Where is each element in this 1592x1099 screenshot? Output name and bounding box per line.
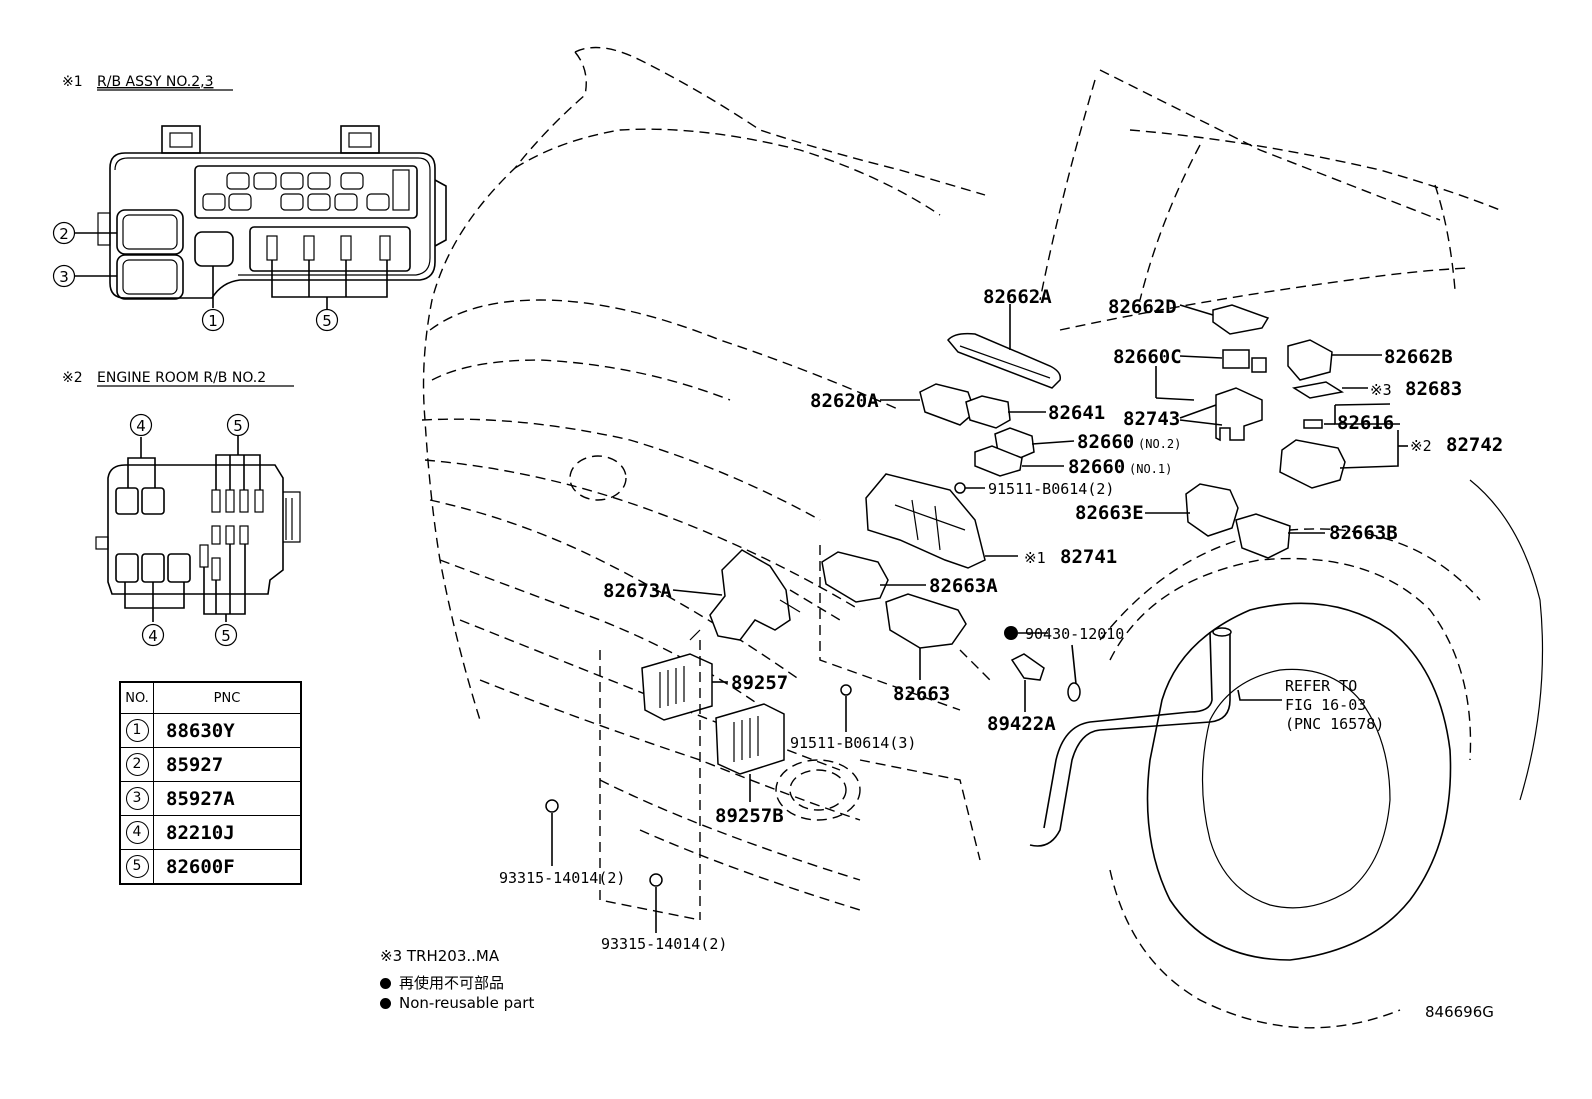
pnc-table: NO. PNC 1 88630Y 2 85927 3 85927A 4 8221… — [119, 681, 302, 885]
rb-assy-mark: ※1 — [62, 74, 83, 90]
table-row: 2 85927 — [119, 747, 302, 782]
reference-dashes — [599, 545, 991, 921]
table-row: 5 82600F — [119, 849, 302, 885]
table-row: 3 85927A — [119, 781, 302, 816]
label-90430: 90430-12010 — [1025, 625, 1124, 643]
pnc-table-wrapper: NO. PNC 1 88630Y 2 85927 3 85927A 4 8221… — [119, 681, 302, 885]
engine-room-inset: ※2 ENGINE ROOM R/B NO.2 — [62, 370, 301, 647]
label-82663B: 82663B — [1329, 522, 1398, 544]
callout-5-bottom: 5 — [221, 627, 231, 645]
callout-3: 3 — [59, 268, 69, 286]
label-82663A: 82663A — [929, 575, 998, 597]
row-number: 4 — [125, 821, 149, 844]
label-82741: 82741 — [1060, 546, 1117, 568]
legend-note-3: ※3 TRH203..MA — [380, 947, 500, 965]
label-82673A: 82673A — [603, 580, 672, 602]
row-number: 1 — [125, 719, 149, 742]
label-82660-no2: 82660 — [1077, 431, 1134, 453]
row-pnc: 88630Y — [153, 713, 302, 748]
legend-en: Non-reusable part — [399, 994, 535, 1012]
row-pnc: 82210J — [153, 815, 302, 850]
rb-assy-inset: ※1 R/B ASSY NO.2,3 — [52, 74, 447, 332]
row-pnc: 85927A — [153, 781, 302, 816]
label-93315-left: 93315-14014(2) — [499, 869, 625, 887]
refer-line-3: (PNC 16578) — [1285, 715, 1384, 733]
legend-jp-row: 再使用不可部品 — [380, 972, 504, 993]
label-91511-top: 91511-B0614(2) — [988, 480, 1114, 498]
bullet-icon — [380, 978, 391, 989]
label-82616: 82616 — [1337, 412, 1394, 434]
header-no: NO. — [119, 681, 154, 714]
label-89257B: 89257B — [715, 805, 784, 827]
table-row: 4 82210J — [119, 815, 302, 850]
engine-room-mark: ※2 — [62, 370, 83, 386]
row-number: 3 — [125, 787, 149, 810]
callout-4-top: 4 — [136, 417, 146, 435]
label-82660C: 82660C — [1113, 346, 1182, 368]
label-82683-mark: ※3 — [1370, 381, 1392, 399]
label-82662A: 82662A — [983, 286, 1052, 308]
callout-2: 2 — [59, 225, 69, 243]
label-82742-mark: ※2 — [1410, 437, 1432, 455]
label-82663E: 82663E — [1075, 502, 1144, 524]
row-number: 2 — [125, 753, 149, 776]
table-row: 1 88630Y — [119, 713, 302, 748]
refer-line-2: FIG 16-03 — [1285, 696, 1366, 714]
parts-art — [545, 304, 1346, 887]
engine-room-title: ENGINE ROOM R/B NO.2 — [97, 370, 266, 386]
table-header-row: NO. PNC — [119, 681, 302, 714]
label-82741-mark: ※1 — [1024, 549, 1046, 567]
refer-line-1: REFER TO — [1285, 677, 1357, 695]
callout-4-bottom: 4 — [148, 627, 158, 645]
vehicle-outline — [421, 46, 1544, 1029]
label-82743: 82743 — [1123, 408, 1180, 430]
label-89257: 89257 — [731, 672, 788, 694]
label-89422A: 89422A — [987, 713, 1056, 735]
label-82641: 82641 — [1048, 402, 1105, 424]
row-pnc: 85927 — [153, 747, 302, 782]
legend-en-row: Non-reusable part — [380, 994, 534, 1012]
rb-assy-title: R/B ASSY NO.2,3 — [97, 74, 214, 90]
label-93315-bottom: 93315-14014(2) — [601, 935, 727, 953]
callout-5-top: 5 — [233, 417, 243, 435]
label-82660-no1-note: (NO.1) — [1129, 462, 1172, 476]
header-pnc: PNC — [153, 681, 302, 714]
leader-lines — [551, 304, 1408, 933]
bullet-icon — [380, 998, 391, 1009]
label-82662D: 82662D — [1108, 296, 1177, 318]
callout-5: 5 — [322, 312, 332, 330]
label-82662B: 82662B — [1384, 346, 1453, 368]
part-labels: 82662A 82662D 82660C 82662B ※3 82683 827… — [499, 286, 1503, 953]
label-82660-no1: 82660 — [1068, 456, 1125, 478]
row-pnc: 82600F — [153, 849, 302, 885]
row-number: 5 — [125, 855, 149, 878]
legend-jp: 再使用不可部品 — [399, 974, 505, 992]
label-82742: 82742 — [1446, 434, 1503, 456]
label-82620A: 82620A — [810, 390, 879, 412]
figure-code: 846696G — [1425, 1003, 1494, 1021]
label-82663: 82663 — [893, 683, 950, 705]
label-82683: 82683 — [1405, 378, 1462, 400]
label-91511-bottom: 91511-B0614(3) — [790, 734, 916, 752]
label-82660-no2-note: (NO.2) — [1138, 437, 1181, 451]
callout-1: 1 — [208, 312, 218, 330]
